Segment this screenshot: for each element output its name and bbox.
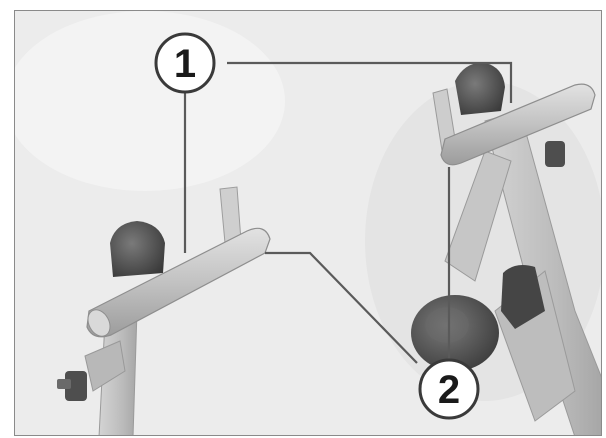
callout-2-label: 2: [438, 368, 460, 412]
left-bolt-nut: [57, 379, 71, 389]
right-bolt-head: [545, 141, 565, 167]
callout-1: 1: [156, 34, 214, 92]
suspension-diagram: 1 2: [15, 11, 602, 436]
right-upper-mount: [455, 63, 505, 115]
right-bushing-highlight: [425, 307, 469, 343]
background-highlight: [15, 11, 285, 191]
left-bushing: [110, 221, 165, 277]
callout-1-label: 1: [174, 42, 196, 86]
callout-2: 2: [420, 360, 478, 418]
diagram-frame: 1 2: [14, 10, 602, 436]
